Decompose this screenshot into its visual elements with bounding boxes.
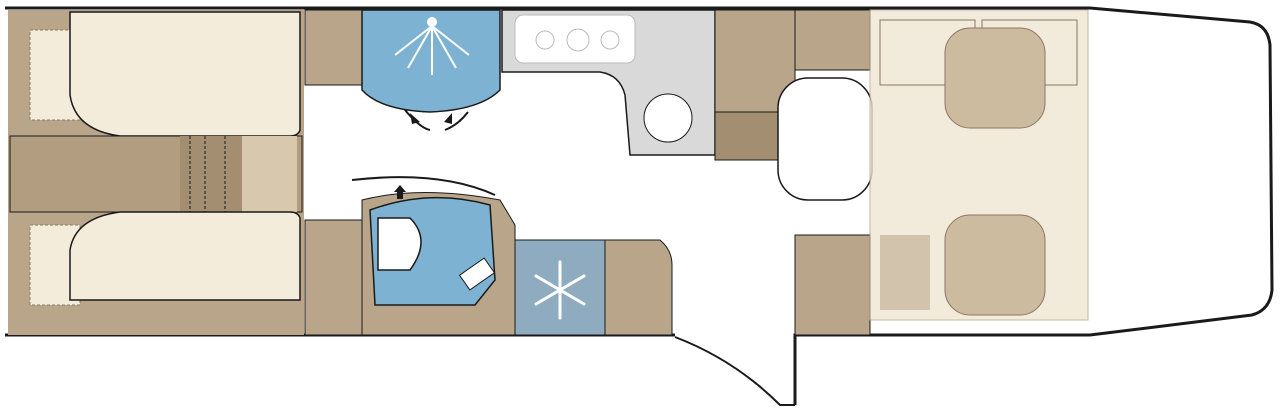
shower-icon bbox=[394, 17, 470, 75]
cab-area bbox=[869, 9, 1089, 321]
cabinet-bottom bbox=[794, 234, 871, 336]
bed-bottom bbox=[69, 211, 301, 301]
cabinet-entrance bbox=[604, 239, 673, 336]
toilet-icon bbox=[377, 217, 422, 271]
cab-seat-passenger bbox=[944, 214, 1046, 316]
table bbox=[777, 77, 873, 201]
rear-bed-area bbox=[8, 10, 304, 335]
hob-icon bbox=[514, 14, 636, 64]
wardrobe-top bbox=[304, 9, 363, 86]
wardrobe-bottom bbox=[304, 219, 363, 336]
bed-top bbox=[69, 11, 301, 137]
shower bbox=[361, 9, 501, 131]
snowflake-icon bbox=[534, 260, 586, 320]
sink-icon bbox=[643, 93, 693, 143]
door-swing-icon bbox=[674, 336, 795, 406]
washroom bbox=[351, 176, 516, 336]
cab-seat-driver bbox=[944, 27, 1046, 129]
kitchen bbox=[501, 9, 716, 156]
